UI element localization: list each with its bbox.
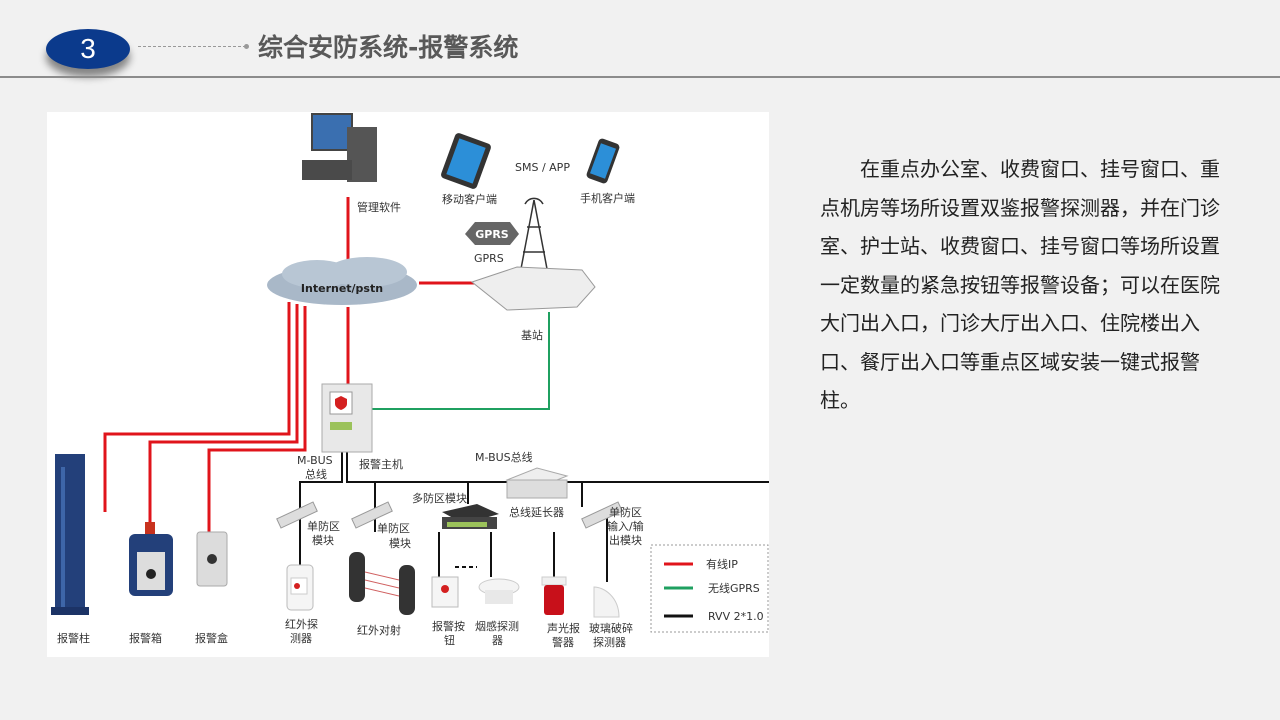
glass-break-detector-icon <box>593 586 620 618</box>
single-zone-module-icon <box>351 501 393 529</box>
description-text: 在重点办公室、收费窗口、挂号窗口、重点机房等场所设置双鉴报警探测器，并在门诊室、… <box>820 157 1220 412</box>
label-multi-zone: 多防区模块 <box>412 491 467 505</box>
mbus-lines <box>299 452 769 582</box>
internet-cloud-icon <box>267 257 417 305</box>
gprs-badge-icon <box>465 222 519 245</box>
wired-ip-lines <box>103 197 477 532</box>
label-alarm-button-b: 钮 <box>444 633 455 647</box>
header-divider <box>0 76 1280 78</box>
single-zone-module-icon <box>276 501 318 529</box>
label-gprs: GPRS <box>474 252 504 265</box>
label-single-zone-2b: 模块 <box>389 537 411 550</box>
legend-label-rvv: RVV 2*1.0 <box>708 610 764 623</box>
title-connector-dot <box>244 44 249 49</box>
label-io-module-c: 出模块 <box>609 533 642 547</box>
io-module-icon <box>581 501 623 529</box>
title-connector-line <box>138 46 246 47</box>
computer-icon <box>302 113 377 182</box>
label-sound-light-b: 警器 <box>552 635 574 649</box>
alarm-box-icon <box>129 522 173 596</box>
smoke-detector-icon <box>478 578 520 604</box>
legend-label-wired: 有线IP <box>706 557 738 571</box>
sound-light-alarm-icon <box>541 576 567 615</box>
label-ir-beam: 红外对射 <box>357 623 401 637</box>
label-internet: Internet/pstn <box>301 282 383 295</box>
gprs-badge-text: GPRS <box>475 228 509 241</box>
alarm-case-icon <box>196 531 228 587</box>
legend: 有线IP 无线GPRS RVV 2*1.0 <box>650 544 769 633</box>
label-smoke-detector-a: 烟感探测 <box>475 619 519 633</box>
label-mbus-left-2: 总线 <box>305 467 327 481</box>
label-single-zone-2a: 单防区 <box>377 521 410 535</box>
section-number-badge: 3 <box>46 29 130 69</box>
label-management-software: 管理软件 <box>357 200 401 214</box>
line-internet-pillar <box>103 302 291 512</box>
label-alarm-pillar: 报警柱 <box>57 631 90 645</box>
label-phone-client: 手机客户端 <box>580 191 635 205</box>
label-alarm-box: 报警箱 <box>129 631 162 645</box>
ir-beam-icon <box>349 552 415 615</box>
alarm-system-diagram: 管理软件 移动客户端 SMS / APP 手机客户端 GPRS GPRS 基站 … <box>47 112 769 657</box>
label-smoke-detector-b: 器 <box>492 634 503 647</box>
ir-detector-icon <box>286 564 314 611</box>
label-mbus-bus: M-BUS总线 <box>475 450 533 464</box>
legend-label-wireless: 无线GPRS <box>708 581 760 595</box>
bus-extender-icon <box>505 467 569 499</box>
label-base-station: 基站 <box>521 328 543 342</box>
line-internet-case <box>207 306 307 532</box>
label-io-module-b: 输入/输 <box>607 519 644 533</box>
label-single-zone-1a: 单防区 <box>307 519 340 533</box>
label-alarm-button-a: 报警按 <box>432 619 465 633</box>
label-mbus-left-1: M-BUS <box>297 454 333 467</box>
label-ir-detector-a: 红外探 <box>285 618 318 631</box>
page-title: 综合安防系统-报警系统 <box>258 33 519 62</box>
label-bus-extender: 总线延长器 <box>509 505 564 519</box>
label-glass-break-a: 玻璃破碎 <box>589 621 633 635</box>
label-single-zone-1b: 模块 <box>312 534 334 547</box>
label-sms-app: SMS / APP <box>515 161 570 174</box>
label-io-module-a: 单防区 <box>609 505 642 519</box>
line-internet-box <box>148 304 299 527</box>
label-sound-light-a: 声光报 <box>547 621 580 635</box>
multi-zone-module-icon <box>442 504 499 529</box>
label-ir-detector-b: 测器 <box>290 632 312 645</box>
phone-icon <box>586 138 620 184</box>
tablet-icon <box>441 133 491 189</box>
label-alarm-host: 报警主机 <box>359 457 403 471</box>
alarm-pillar-icon <box>51 454 89 615</box>
alarm-host-icon <box>321 383 373 453</box>
label-alarm-case: 报警盒 <box>195 631 228 645</box>
cell-hexagons-icon <box>470 266 596 311</box>
label-glass-break-b: 探测器 <box>593 636 626 649</box>
label-mobile-client: 移动客户端 <box>442 192 497 206</box>
alarm-button-icon <box>431 576 459 608</box>
wireless-gprs-line <box>372 312 550 410</box>
